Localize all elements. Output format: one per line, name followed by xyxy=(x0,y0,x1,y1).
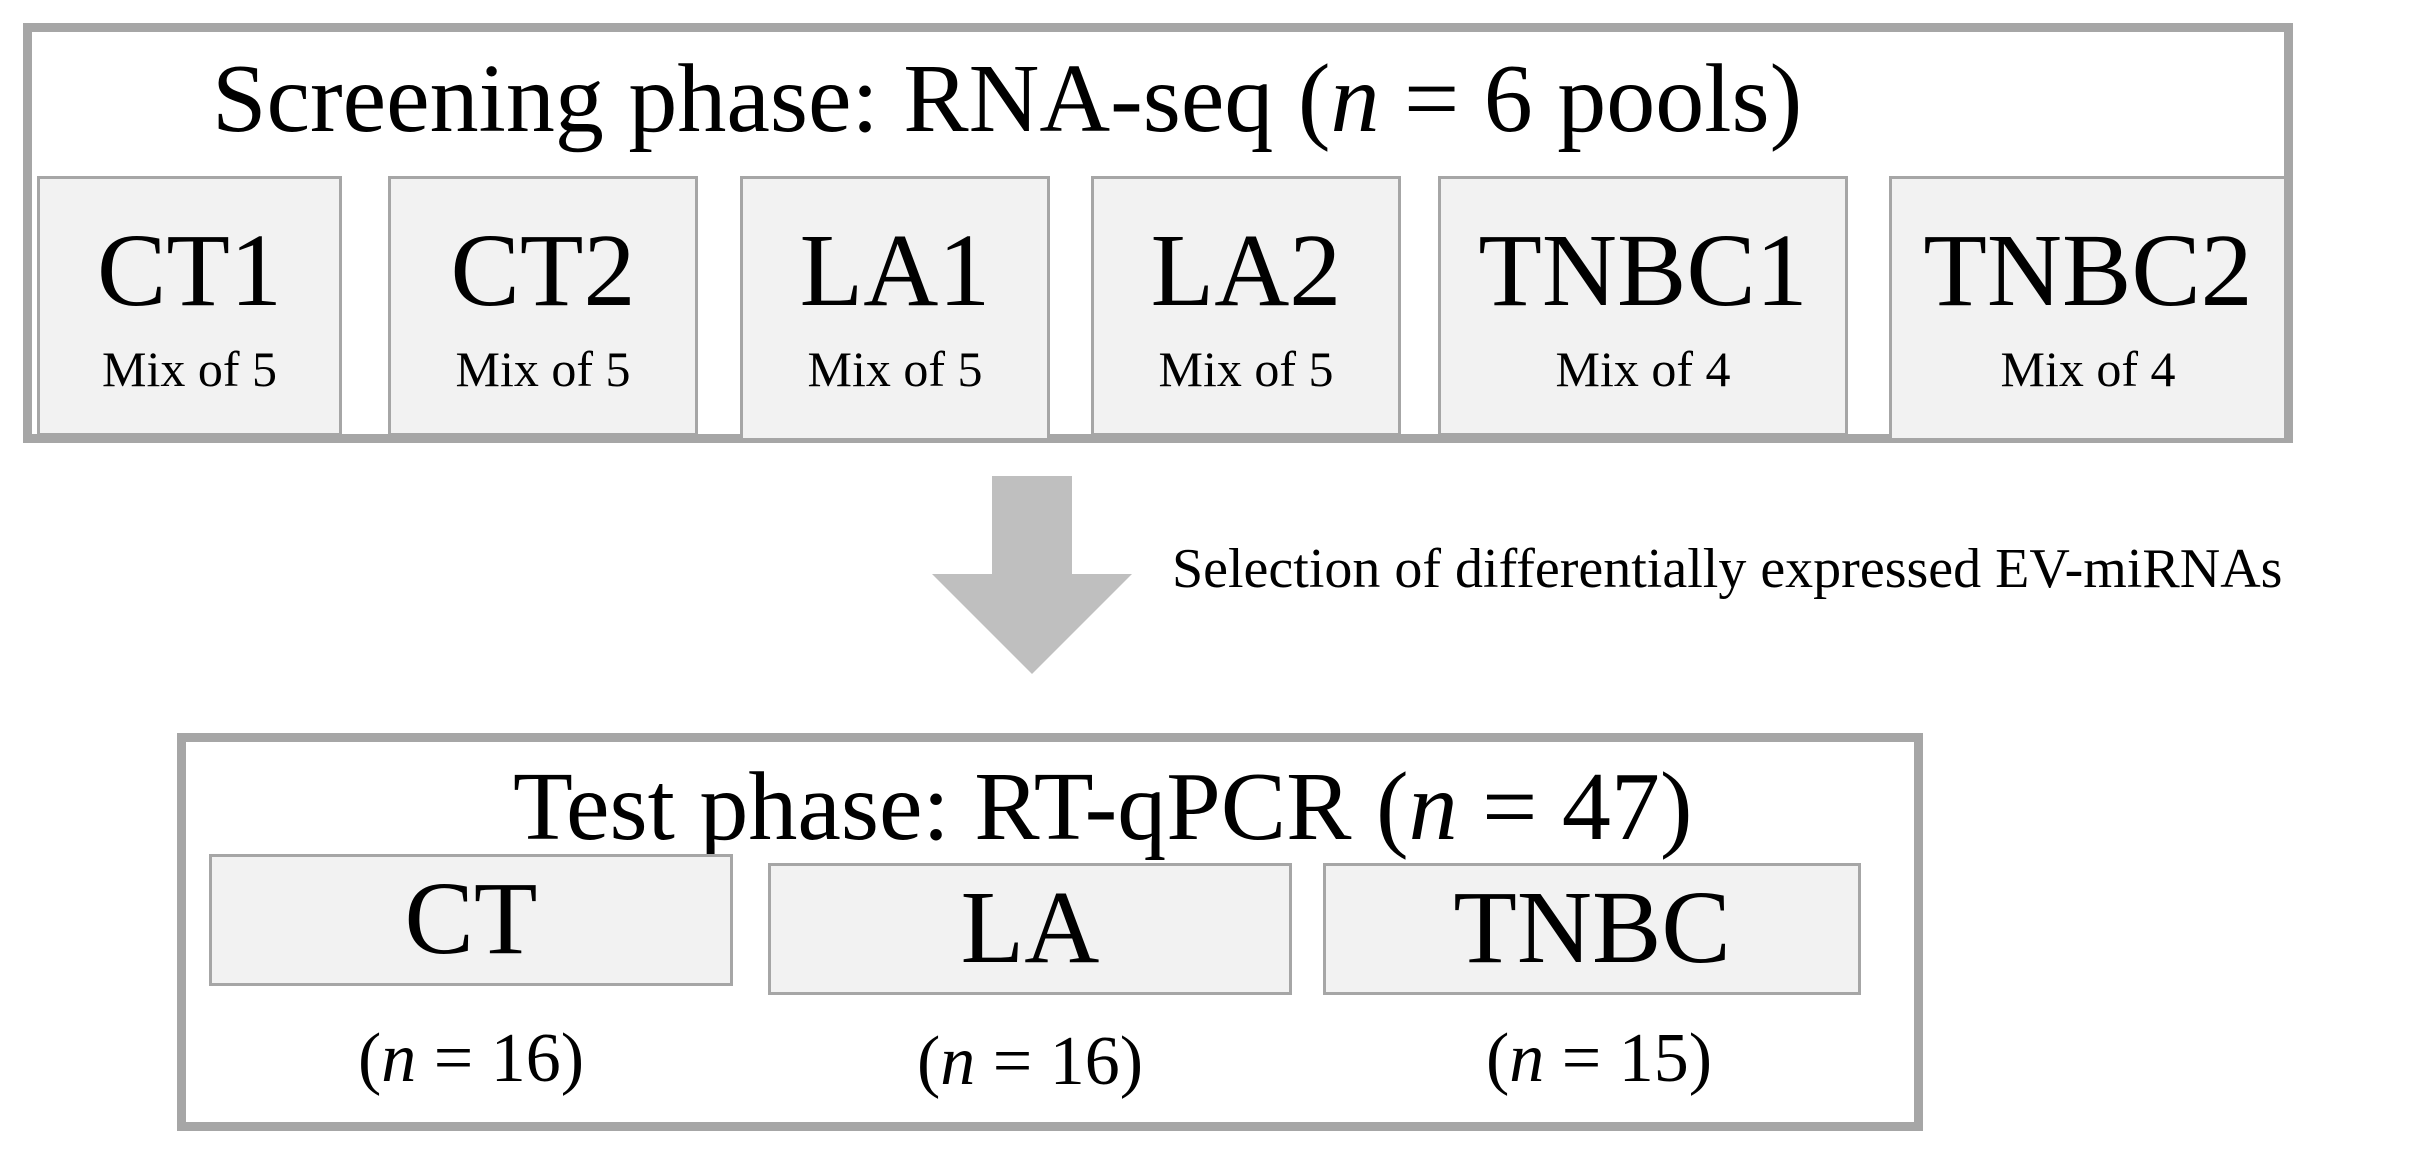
screening-phase-panel: Screening phase: RNA-seq (n = 6 pools) C… xyxy=(23,23,2293,443)
test-title-prefix: Test phase: RT-qPCR ( xyxy=(513,753,1409,861)
test-title-suffix: = 47) xyxy=(1457,753,1693,861)
group-name: CT xyxy=(404,861,538,976)
pool-name: CT2 xyxy=(450,213,636,328)
count-rest: = 15) xyxy=(1544,1020,1713,1097)
count-variable: n xyxy=(940,1023,976,1100)
down-arrow-icon xyxy=(932,476,1132,674)
screening-phase-title: Screening phase: RNA-seq (n = 6 pools) xyxy=(212,50,1802,148)
group-name: LA xyxy=(960,870,1100,985)
pool-box-tnbc1: TNBC1 Mix of 4 xyxy=(1438,176,1848,436)
count-variable: n xyxy=(1509,1020,1545,1097)
group-count-la: (n = 16) xyxy=(900,1027,1160,1097)
selection-note: Selection of differentially expressed EV… xyxy=(1172,538,2283,600)
pool-box-la2: LA2 Mix of 5 xyxy=(1091,176,1401,436)
group-count-tnbc: (n = 15) xyxy=(1469,1024,1729,1094)
count-open: ( xyxy=(1485,1020,1510,1097)
count-variable: n xyxy=(381,1020,417,1097)
count-open: ( xyxy=(916,1023,941,1100)
pool-mix: Mix of 5 xyxy=(807,341,983,397)
pool-box-tnbc2: TNBC2 Mix of 4 xyxy=(1889,176,2287,441)
group-box-ct: CT xyxy=(209,854,733,986)
screening-title-prefix: Screening phase: RNA-seq ( xyxy=(212,45,1331,153)
test-title-variable: n xyxy=(1408,753,1458,861)
screening-title-variable: n xyxy=(1330,45,1380,153)
pool-name: LA2 xyxy=(1150,213,1342,328)
pool-box-ct1: CT1 Mix of 5 xyxy=(37,176,342,436)
test-phase-panel: Test phase: RT-qPCR (n = 47) CT LA TNBC … xyxy=(177,733,1923,1131)
screening-title-suffix: = 6 pools) xyxy=(1379,45,1803,153)
pool-box-la1: LA1 Mix of 5 xyxy=(740,176,1050,441)
pool-box-ct2: CT2 Mix of 5 xyxy=(388,176,698,436)
pool-name: CT1 xyxy=(97,213,282,328)
pool-mix: Mix of 5 xyxy=(455,341,631,397)
count-open: ( xyxy=(357,1020,382,1097)
group-name: TNBC xyxy=(1453,870,1731,985)
count-rest: = 16) xyxy=(975,1023,1144,1100)
pool-name: TNBC1 xyxy=(1478,213,1808,328)
group-count-ct: (n = 16) xyxy=(341,1024,601,1094)
group-box-tnbc: TNBC xyxy=(1323,863,1861,995)
count-rest: = 16) xyxy=(416,1020,585,1097)
pool-mix: Mix of 4 xyxy=(1555,341,1731,397)
group-box-la: LA xyxy=(768,863,1292,995)
pool-name: TNBC2 xyxy=(1923,213,2253,328)
test-phase-title: Test phase: RT-qPCR (n = 47) xyxy=(513,758,1693,856)
down-arrow-shape xyxy=(932,476,1132,674)
pool-mix: Mix of 4 xyxy=(2000,341,2176,397)
pool-name: LA1 xyxy=(799,213,991,328)
pool-mix: Mix of 5 xyxy=(1158,341,1334,397)
pool-mix: Mix of 5 xyxy=(102,341,277,397)
